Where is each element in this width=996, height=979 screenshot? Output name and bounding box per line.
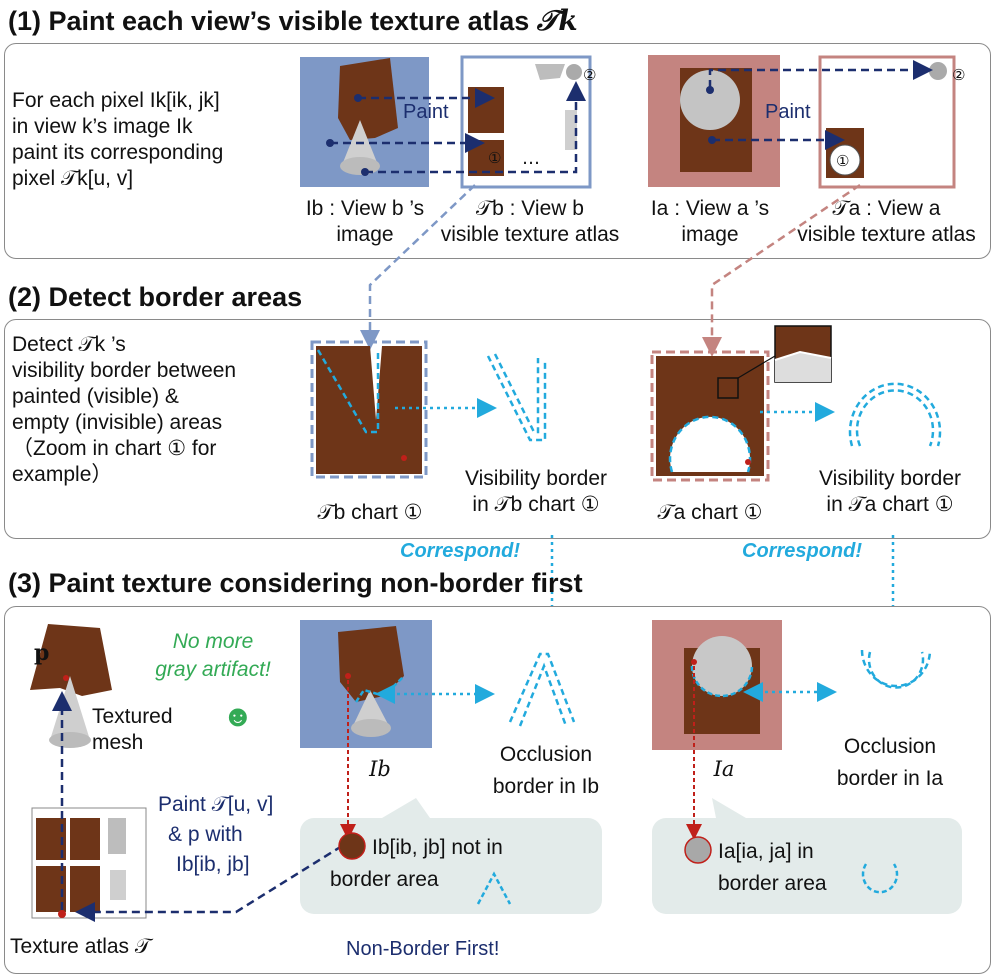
step1-desc-line: pixel 𝒯k[u, v] bbox=[12, 167, 134, 190]
step2-title: (2) Detect border areas bbox=[8, 282, 303, 312]
p-label: p bbox=[34, 640, 50, 666]
caption-Ia-step3: Ia bbox=[713, 757, 735, 781]
textured-mesh-label: Textured mesh bbox=[92, 704, 173, 756]
paint-label-b: Paint bbox=[403, 101, 449, 123]
step2-illustration bbox=[310, 183, 942, 620]
caption-line: Ib : View b ’s bbox=[305, 197, 425, 220]
step1-desc-line: For each pixel Ik[ik, jk] bbox=[12, 89, 220, 112]
cone-base bbox=[340, 157, 380, 175]
caption-Ib-step3: Ib bbox=[369, 757, 391, 781]
step1-desc-line: paint its corresponding bbox=[12, 141, 224, 164]
caption-line: in 𝒯b chart ① bbox=[472, 493, 600, 516]
pixel-dot-a bbox=[684, 836, 712, 864]
caption-Ta: 𝒯a : View a visible texture atlas bbox=[784, 196, 989, 248]
callout-line: border area bbox=[718, 872, 827, 895]
caption-occlusion-b: Occlusion border in Ib bbox=[456, 742, 636, 800]
step2-desc-line: painted (visible) & bbox=[12, 385, 179, 408]
wood-piece bbox=[338, 58, 398, 140]
caption-Tb-chart: 𝒯b chart ① bbox=[317, 501, 423, 524]
step2-description: Detect 𝒯k ’s visibility border between p… bbox=[12, 332, 236, 488]
callout-pointer bbox=[712, 798, 746, 818]
step2-desc-line: empty (invisible) areas bbox=[12, 411, 223, 434]
paint-T-line: Paint 𝒯[u, v] bbox=[158, 793, 274, 816]
no-more-line: gray artifact! bbox=[155, 658, 271, 681]
caption-line: image bbox=[336, 223, 394, 246]
no-more-artifact: No more gray artifact! bbox=[128, 628, 298, 684]
mesh-label-line: mesh bbox=[92, 731, 144, 754]
caption-line: Visibility border bbox=[818, 467, 961, 490]
svg-text:①: ① bbox=[488, 149, 501, 167]
step3-title: (3) Paint texture considering non-border… bbox=[8, 568, 583, 598]
step2-desc-line: example） bbox=[12, 463, 113, 486]
smiley-icon: ☻ bbox=[222, 700, 254, 733]
border-icon-b bbox=[476, 871, 512, 905]
step1-illustration: … ① ② ① ② bbox=[300, 55, 965, 189]
step2-desc-line: visibility border between bbox=[12, 359, 237, 382]
no-more-line: No more bbox=[172, 630, 254, 653]
caption-line: visible texture atlas bbox=[797, 223, 976, 246]
caption-line: border in Ib bbox=[492, 775, 600, 798]
sphere-shape bbox=[680, 70, 740, 130]
svg-text:…: … bbox=[522, 148, 540, 169]
callout-pointer bbox=[382, 798, 430, 818]
caption-Tb: 𝒯b : View b visible texture atlas bbox=[420, 196, 640, 248]
step1-title-math: 𝒯k bbox=[536, 4, 578, 37]
step1-title-text: (1) Paint each view’s visible texture at… bbox=[8, 6, 530, 36]
caption-Ib: Ib : View b ’s image bbox=[270, 196, 460, 248]
caption-Ia: Ia : View a ’s image bbox=[620, 196, 800, 248]
step1-title: (1) Paint each view’s visible texture at… bbox=[8, 4, 578, 38]
callout-text-b: Ib[ib, jb] not in border area bbox=[330, 832, 503, 896]
paint-T-line: Ib[ib, jb] bbox=[176, 853, 250, 876]
atlas-circle bbox=[929, 62, 947, 80]
caption-vis-border-a: Visibility border in 𝒯a chart ① bbox=[790, 466, 990, 518]
caption-line: Occlusion bbox=[843, 735, 937, 758]
paint-T-line: & p with bbox=[168, 823, 243, 846]
caption-line: 𝒯a : View a bbox=[832, 197, 941, 220]
step2-desc-line: （Zoom in chart ① for bbox=[12, 437, 217, 460]
paint-label-a: Paint bbox=[765, 101, 811, 123]
texture-atlas-label: Texture atlas 𝒯 bbox=[10, 935, 151, 958]
step1-desc-line: in view k’s image Ik bbox=[12, 115, 193, 138]
ta-chart-1 bbox=[650, 350, 770, 482]
textured-mesh bbox=[30, 624, 112, 696]
paint-T-label: Paint 𝒯[u, v] & p with Ib[ib, jb] bbox=[158, 790, 273, 880]
caption-line: visible texture atlas bbox=[440, 223, 620, 246]
border-icon-a bbox=[861, 863, 899, 894]
atlas-gray-strip bbox=[565, 110, 577, 150]
correspond-label-b: Correspond! bbox=[400, 540, 520, 562]
step2-desc-line: Detect 𝒯k ’s bbox=[12, 333, 126, 356]
caption-vis-border-b: Visibility border in 𝒯b chart ① bbox=[436, 466, 636, 518]
occlusion-border-b bbox=[508, 652, 576, 723]
caption-line: border in Ia bbox=[836, 767, 944, 790]
caption-line: Visibility border bbox=[464, 467, 607, 490]
svg-text:②: ② bbox=[952, 66, 965, 84]
caption-line: Ia : View a ’s bbox=[650, 197, 770, 220]
mesh-label-line: Textured bbox=[92, 705, 173, 728]
callout-border bbox=[652, 818, 962, 914]
pixel-dot-b bbox=[338, 832, 366, 860]
callout-line: border area bbox=[330, 868, 439, 891]
atlas-gray-strip bbox=[535, 64, 565, 80]
callout-text-a: Ia[ia, ja] in border area bbox=[718, 836, 827, 900]
tb-chart-1 bbox=[310, 340, 428, 479]
caption-line: 𝒯b : View b bbox=[476, 197, 584, 220]
caption-line: in 𝒯a chart ① bbox=[826, 493, 954, 516]
caption-Ta-chart: 𝒯a chart ① bbox=[657, 501, 763, 524]
callout-line: Ib[ib, jb] not in bbox=[372, 836, 503, 859]
callout-line: Ia[ia, ja] in bbox=[718, 840, 814, 863]
caption-line: Occlusion bbox=[499, 743, 593, 766]
visibility-border-b bbox=[486, 355, 547, 442]
non-border-first-label: Non-Border First! bbox=[346, 938, 500, 960]
step1-description: For each pixel Ik[ik, jk] in view k’s im… bbox=[12, 88, 223, 192]
atlas-circle bbox=[566, 64, 582, 80]
occlusion-border-a bbox=[860, 649, 932, 688]
svg-text:①: ① bbox=[836, 152, 849, 170]
caption-line: image bbox=[681, 223, 739, 246]
correspond-label-a: Correspond! bbox=[742, 540, 862, 562]
svg-text:②: ② bbox=[583, 66, 596, 84]
caption-occlusion-a: Occlusion border in Ia bbox=[800, 734, 980, 792]
